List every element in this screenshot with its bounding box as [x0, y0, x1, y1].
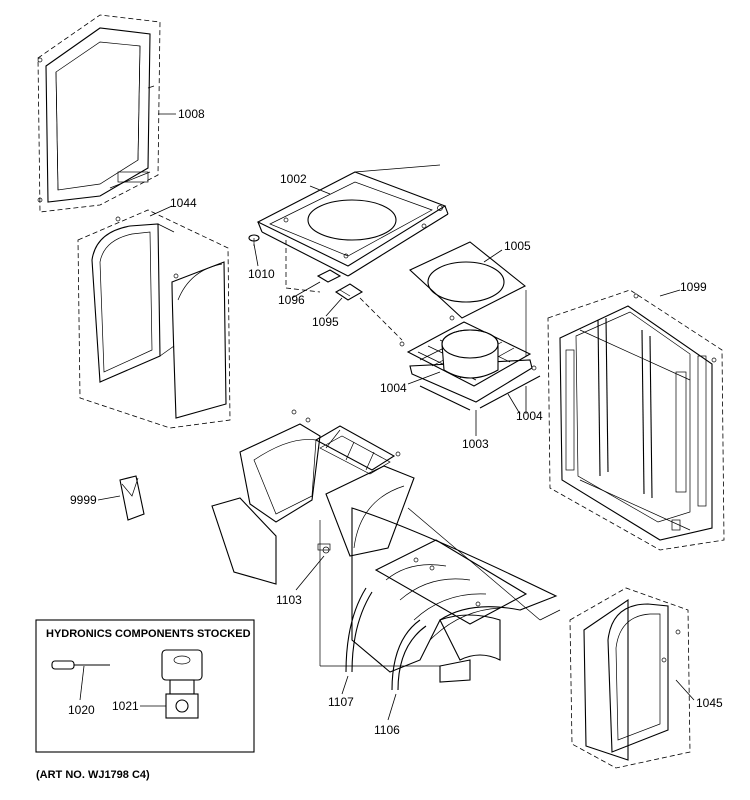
part-1021-valve [140, 649, 203, 719]
part-9999-literature [119, 475, 145, 521]
part-blower-housing [211, 409, 561, 691]
part-1003-fan-grille [399, 290, 541, 411]
leader-lines [97, 113, 695, 721]
inset-title: HYDRONICS COMPONENTS STOCKED [46, 628, 251, 640]
label-1045: 1045 [696, 696, 723, 710]
part-1002-top-cover [256, 164, 449, 293]
callout-labels: 1008 1044 1002 1010 1096 1095 1005 1004 … [70, 107, 723, 737]
part-1095-bracket [334, 283, 403, 341]
label-9999: 9999 [70, 493, 97, 507]
part-1099-frame-panel [547, 289, 725, 551]
label-1010: 1010 [248, 267, 275, 281]
part-1020-sensor [51, 660, 110, 701]
label-1107: 1107 [328, 695, 354, 709]
label-1106: 1106 [374, 723, 400, 737]
label-1002: 1002 [280, 172, 307, 186]
hydronics-inset: HYDRONICS COMPONENTS STOCKED 1020 1021 [35, 619, 255, 753]
part-1045-side-panel [569, 587, 691, 769]
label-1044: 1044 [170, 196, 197, 210]
part-1005-gasket [409, 241, 527, 319]
label-1003: 1003 [462, 437, 489, 451]
label-1020: 1020 [68, 703, 95, 717]
label-1103: 1103 [276, 593, 302, 607]
label-1021: 1021 [112, 699, 139, 713]
part-1008-panel [37, 14, 161, 213]
part-1096-bracket [316, 269, 342, 283]
label-1005: 1005 [504, 239, 531, 253]
art-number: (ART NO. WJ1798 C4) [36, 769, 150, 781]
label-1095: 1095 [312, 315, 339, 329]
label-1004-left: 1004 [380, 381, 407, 395]
label-1004-right: 1004 [516, 409, 543, 423]
part-1044-side-panel [77, 209, 231, 429]
label-1008: 1008 [178, 107, 205, 121]
label-1096: 1096 [278, 293, 305, 307]
label-1099: 1099 [680, 280, 707, 294]
